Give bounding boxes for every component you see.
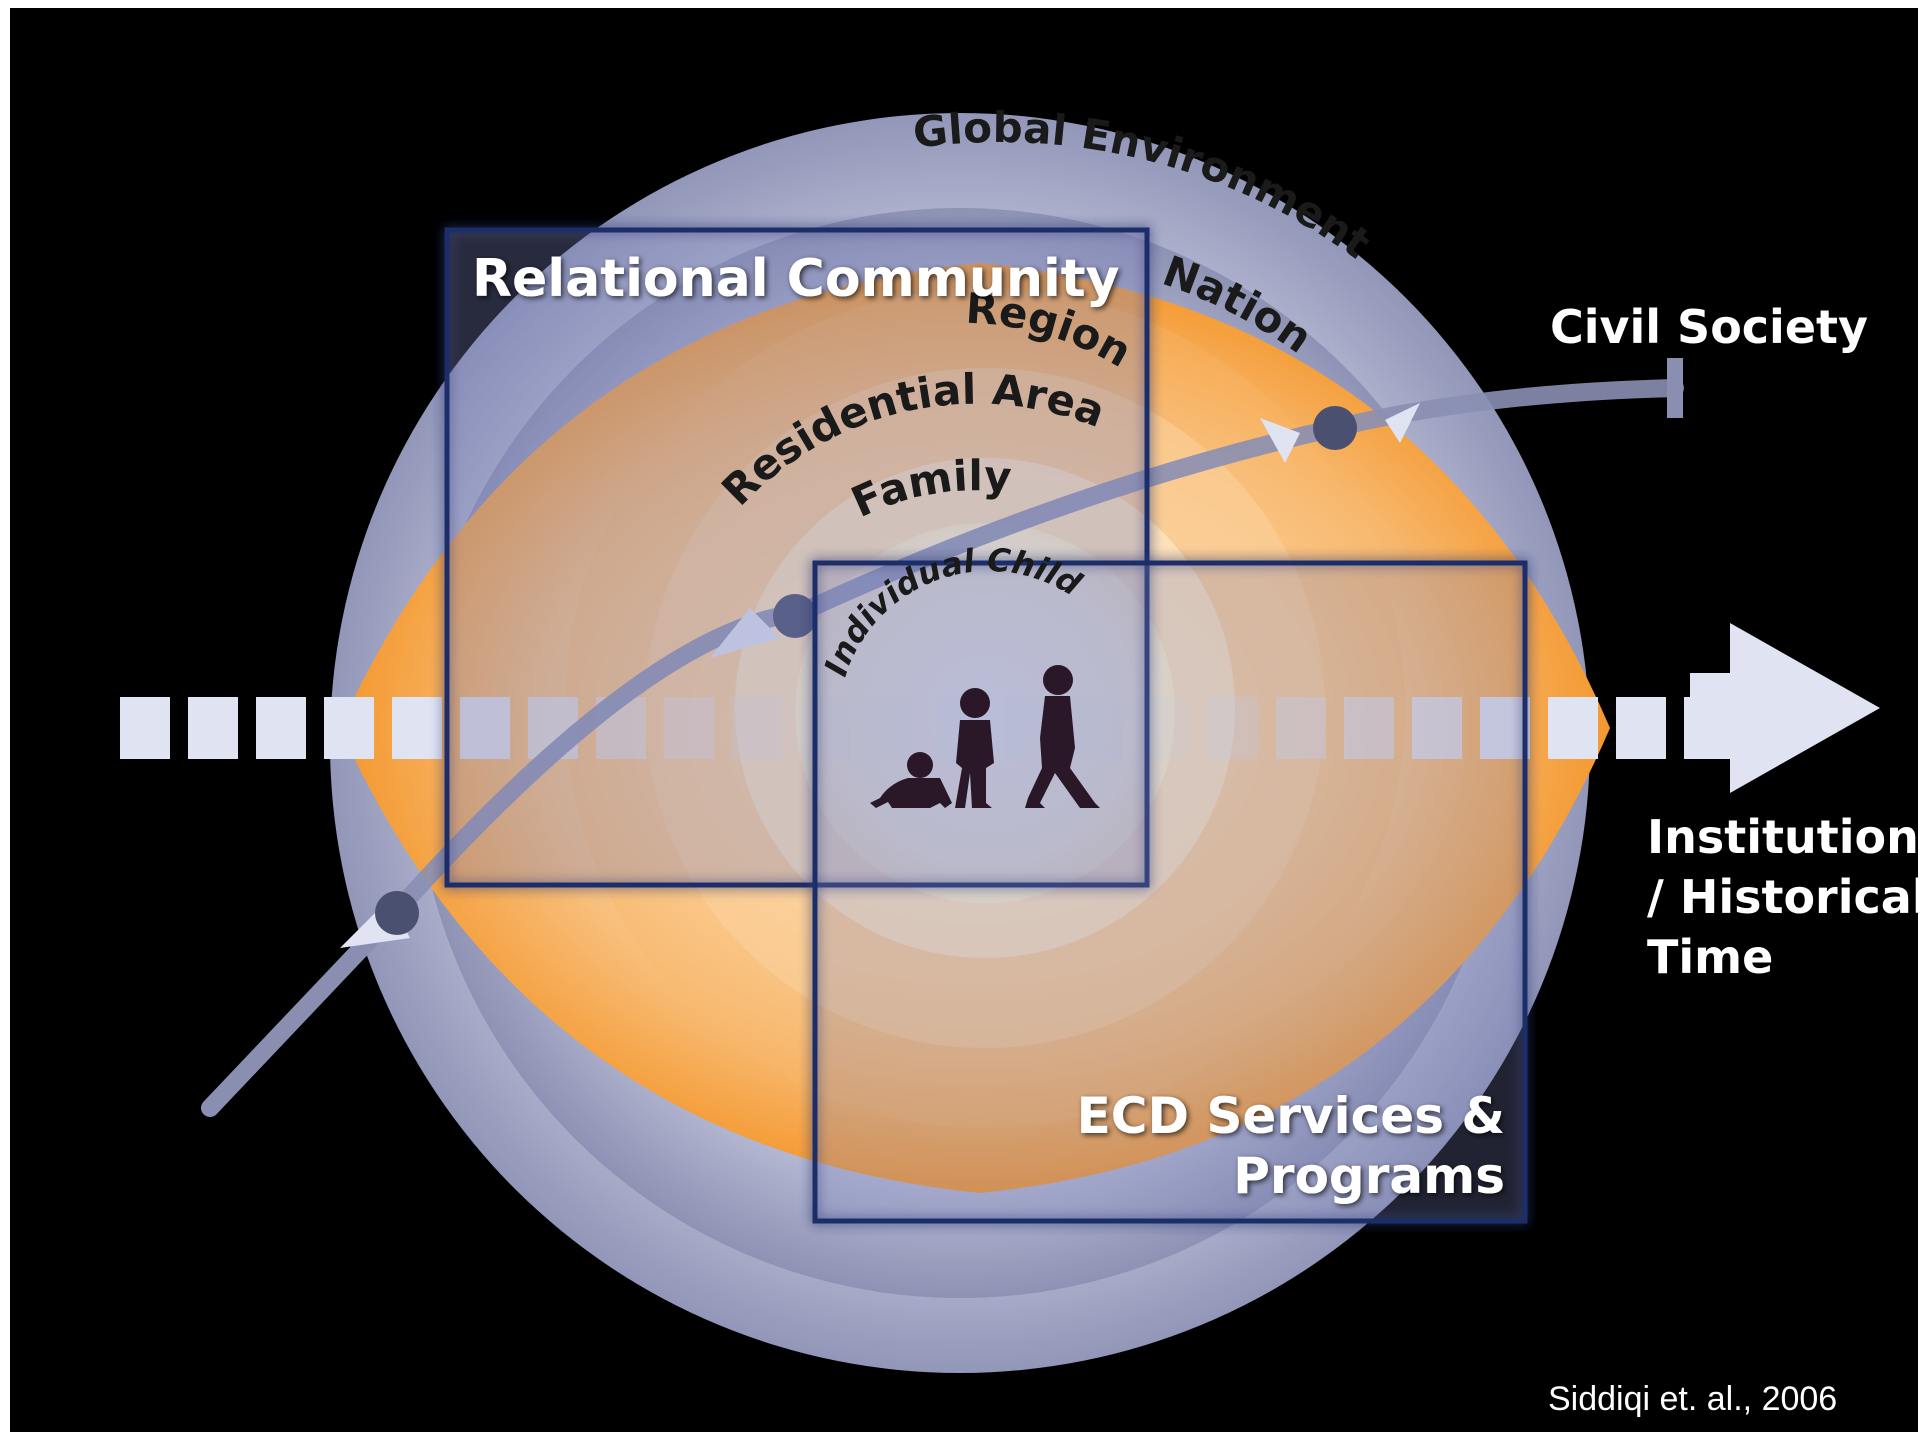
ecd-services-label-line1: ECD Services & <box>1077 1087 1505 1145</box>
diagram-canvas: Global Environment Nation Region Residen… <box>10 8 1918 1432</box>
intersection-node <box>375 891 419 935</box>
time-label-line1: Institutional <box>1647 810 1918 864</box>
time-arrow-dash <box>324 697 374 759</box>
arrowhead-icon <box>1385 403 1420 443</box>
time-arrowhead-icon <box>1730 623 1880 793</box>
ecd-services-box <box>812 560 1528 1224</box>
arrowhead-icon <box>1260 418 1300 463</box>
time-arrow-dash <box>1548 697 1598 759</box>
crawling-baby-icon <box>870 752 952 808</box>
time-arrow-dash <box>392 697 442 759</box>
citation: Siddiqi et. al., 2006 <box>1548 1380 1838 1418</box>
relational-community-label: Relational Community <box>472 249 1120 309</box>
time-arrow-dash <box>188 697 238 759</box>
time-arrow-dash <box>120 697 170 759</box>
standing-toddler-icon <box>955 688 994 808</box>
intersection-node <box>1313 406 1357 450</box>
walking-child-icon <box>1025 665 1100 808</box>
time-label-line2: / Historical <box>1647 870 1918 924</box>
ecological-model-diagram: Global Environment Nation Region Residen… <box>120 103 1918 1373</box>
time-arrow-dash <box>1616 697 1666 759</box>
time-label-line3: Time <box>1647 930 1773 984</box>
ecd-services-label-line2: Programs <box>1233 1147 1505 1205</box>
time-arrow-dash <box>256 697 306 759</box>
child-silhouettes <box>870 665 1100 808</box>
civil-society-label: Civil Society <box>1550 300 1868 354</box>
